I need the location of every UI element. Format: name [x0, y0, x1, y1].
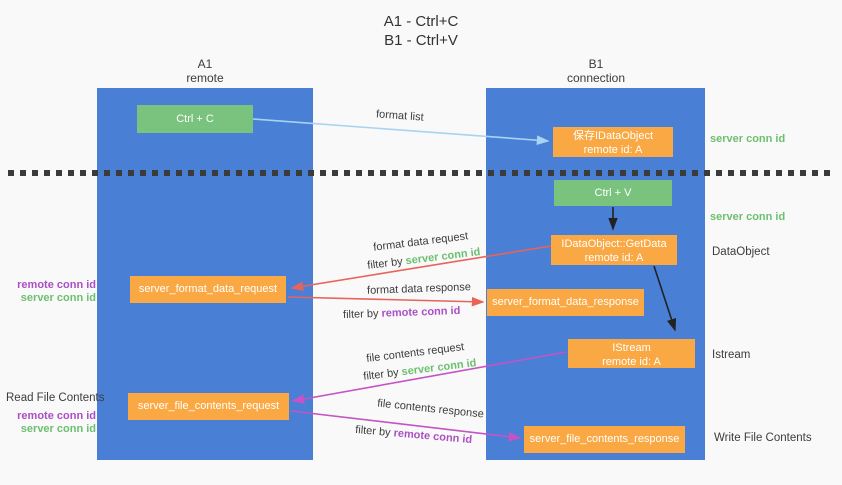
filter-by-prefix-3: filter by — [362, 366, 403, 383]
filter-by-prefix-2: filter by — [342, 307, 382, 322]
node-server-file-contents-request: server_file_contents_request — [128, 393, 289, 420]
label-conn-ids-format: remote conn id server conn id — [0, 279, 96, 305]
filter-by-value-3: server conn id — [400, 357, 478, 379]
label-remote-conn-id-2: remote conn id — [17, 410, 96, 422]
label-server-conn-id-2: server conn id — [20, 423, 96, 435]
label-server-conn-id-top: server conn id — [710, 133, 786, 145]
node-server-file-contents-response: server_file_contents_response — [524, 426, 685, 453]
label-filter-by-remote-conn-id-2: filter by remote conn id — [355, 424, 473, 446]
getdata-line2: remote id: A — [584, 252, 644, 264]
node-idataobject-getdata: IDataObject::GetData remote id: A — [551, 235, 677, 265]
label-server-conn-id-mid: server conn id — [710, 211, 786, 223]
lane-b1-subtitle: connection — [566, 71, 626, 85]
filter-by-prefix-4: filter by — [354, 423, 395, 440]
label-read-file-contents: Read File Contents — [6, 392, 105, 404]
node-server-format-data-request: server_format_data_request — [130, 276, 286, 303]
format-request-label: server_format_data_request — [138, 283, 278, 295]
label-remote-conn-id-1: remote conn id — [17, 279, 96, 291]
title-line-2: B1 - Ctrl+V — [384, 32, 458, 49]
file-request-label: server_file_contents_request — [137, 400, 280, 412]
node-server-format-data-response: server_format_data_response — [487, 289, 644, 316]
label-server-conn-id-1: server conn id — [20, 292, 96, 304]
format-response-label: server_format_data_response — [492, 296, 639, 308]
node-istream: IStream remote id: A — [568, 339, 695, 368]
istream-line1: IStream — [612, 342, 651, 354]
getdata-line1: IDataObject::GetData — [561, 238, 667, 250]
label-write-file-contents: Write File Contents — [714, 432, 812, 444]
filter-by-value-2: remote conn id — [381, 304, 461, 320]
label-istream: Istream — [712, 349, 751, 361]
label-file-contents-response: file contents response — [376, 397, 485, 421]
save-idataobject-line2: remote id: A — [583, 144, 643, 156]
filter-by-prefix-1: filter by — [366, 255, 407, 272]
filter-by-value-4: remote conn id — [393, 427, 473, 447]
label-format-data-response: format data response — [366, 281, 472, 297]
file-response-label: server_file_contents_response — [529, 433, 680, 445]
label-format-list: format list — [375, 108, 425, 124]
node-ctrl-c: Ctrl + C — [137, 105, 253, 133]
save-idataobject-line1: 保存IDataObject — [572, 130, 654, 142]
ctrl-v-label: Ctrl + V — [594, 187, 632, 199]
diagram-title: A1 - Ctrl+C B1 - Ctrl+V — [0, 12, 842, 50]
session-divider-line — [8, 170, 836, 176]
lane-a1-subtitle: remote — [186, 71, 224, 85]
title-line-1: A1 - Ctrl+C — [383, 13, 459, 30]
arrow-format-data-response — [287, 296, 485, 307]
lane-header-a1: A1 remote — [135, 57, 275, 85]
istream-line2: remote id: A — [602, 356, 661, 368]
ctrl-c-label: Ctrl + C — [176, 113, 214, 125]
filter-by-value-1: server conn id — [404, 246, 482, 268]
label-dataobject: DataObject — [712, 246, 770, 258]
node-ctrl-v: Ctrl + V — [554, 180, 672, 206]
label-filter-by-remote-conn-id-1: filter by remote conn id — [343, 305, 461, 321]
lane-a1-name: A1 — [197, 57, 213, 71]
lane-header-b1: B1 connection — [526, 57, 666, 85]
label-conn-ids-file: remote conn id server conn id — [0, 410, 96, 436]
lane-b1-name: B1 — [588, 57, 604, 71]
node-save-idataobject: 保存IDataObject remote id: A — [553, 127, 673, 157]
